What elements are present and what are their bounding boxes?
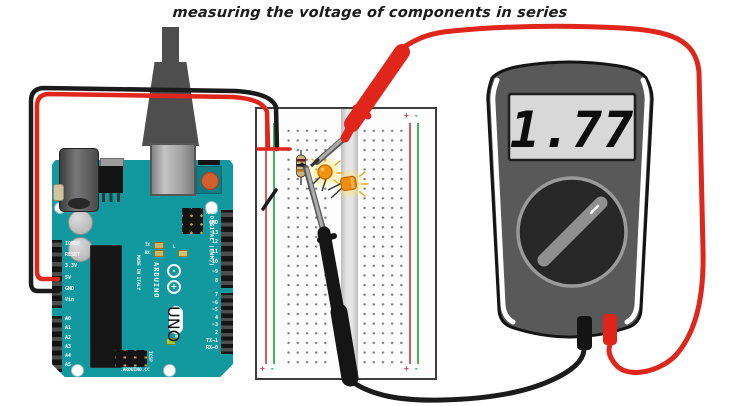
power-pin-labels: IOREF RESET 3.3V 5V GND Vin bbox=[65, 241, 81, 304]
tie-point-grid-right bbox=[359, 125, 403, 367]
capacitor bbox=[68, 210, 93, 235]
icsp-header bbox=[115, 350, 147, 367]
tie-point-grid-left bbox=[283, 125, 329, 367]
breadboard: + - + - + - bbox=[255, 107, 437, 380]
reset-button-cap bbox=[201, 172, 219, 190]
arduino-cc-label: .ARDUINO.CC bbox=[120, 368, 150, 373]
rx-led bbox=[154, 250, 164, 257]
rail-plus-marker: + bbox=[260, 364, 265, 373]
barrel-jack-opening bbox=[68, 198, 90, 209]
uno-model-badge: UNO bbox=[164, 306, 183, 342]
usb-cable-plug bbox=[142, 62, 199, 146]
logo-minus: - bbox=[172, 266, 176, 275]
rail-plus-marker: + bbox=[404, 364, 409, 373]
arduino-logo-plus-ring: + bbox=[167, 280, 181, 294]
multimeter: 1.77 bbox=[486, 60, 654, 350]
rx-label: RX bbox=[145, 250, 150, 255]
icsp2-header bbox=[182, 208, 203, 234]
red-probe-jack bbox=[603, 314, 617, 345]
l-led-label: L bbox=[173, 244, 176, 249]
right-rail-negative bbox=[417, 123, 419, 364]
black-probe-jack bbox=[577, 316, 592, 350]
analog-header bbox=[52, 316, 62, 372]
arduino-logo-minus-ring: - bbox=[167, 264, 181, 278]
usb-cable bbox=[162, 27, 179, 73]
left-rail-positive bbox=[265, 123, 267, 364]
regulator-legs bbox=[102, 193, 120, 202]
logo-plus: + bbox=[170, 282, 178, 291]
arduino-brand-label: ARDUINO bbox=[152, 262, 160, 299]
rail-minus-marker: - bbox=[414, 364, 419, 373]
analog-pin-labels: A0 A1 A2 A3 A4 A5 bbox=[65, 316, 72, 369]
on-led bbox=[166, 338, 176, 345]
left-rail-negative bbox=[273, 123, 275, 364]
mounting-hole bbox=[163, 364, 176, 377]
made-in-italy-label: MADE IN ITALY bbox=[135, 255, 140, 291]
reset-pin-header bbox=[198, 160, 220, 165]
icsp-label: ICSP bbox=[147, 351, 152, 362]
digital-pin-labels-bottom: 7 ~6 ~5 4 ~3 2 TX→1 RX←0 bbox=[205, 292, 218, 352]
barrel-jack-tab bbox=[53, 184, 64, 201]
multimeter-reading: 1.77 bbox=[510, 101, 634, 159]
l-led bbox=[178, 250, 188, 257]
tx-label: TX bbox=[145, 242, 150, 247]
diagram-title: measuring the voltage of components in s… bbox=[172, 5, 568, 21]
voltage-regulator bbox=[99, 166, 123, 193]
rail-plus-marker: + bbox=[404, 111, 409, 120]
tx-led bbox=[154, 242, 164, 249]
rail-minus-marker: - bbox=[414, 111, 419, 120]
reset-button bbox=[196, 166, 222, 194]
breadboard-center-channel bbox=[341, 109, 358, 378]
digital-header-bottom bbox=[221, 293, 233, 354]
uno-model-label: UNO bbox=[164, 306, 183, 343]
usb-connector bbox=[150, 143, 196, 196]
mounting-hole bbox=[71, 364, 84, 377]
power-header bbox=[52, 240, 62, 308]
digital-header-top bbox=[221, 210, 233, 288]
right-rail-positive bbox=[409, 123, 411, 364]
rail-minus-marker: - bbox=[270, 364, 275, 373]
